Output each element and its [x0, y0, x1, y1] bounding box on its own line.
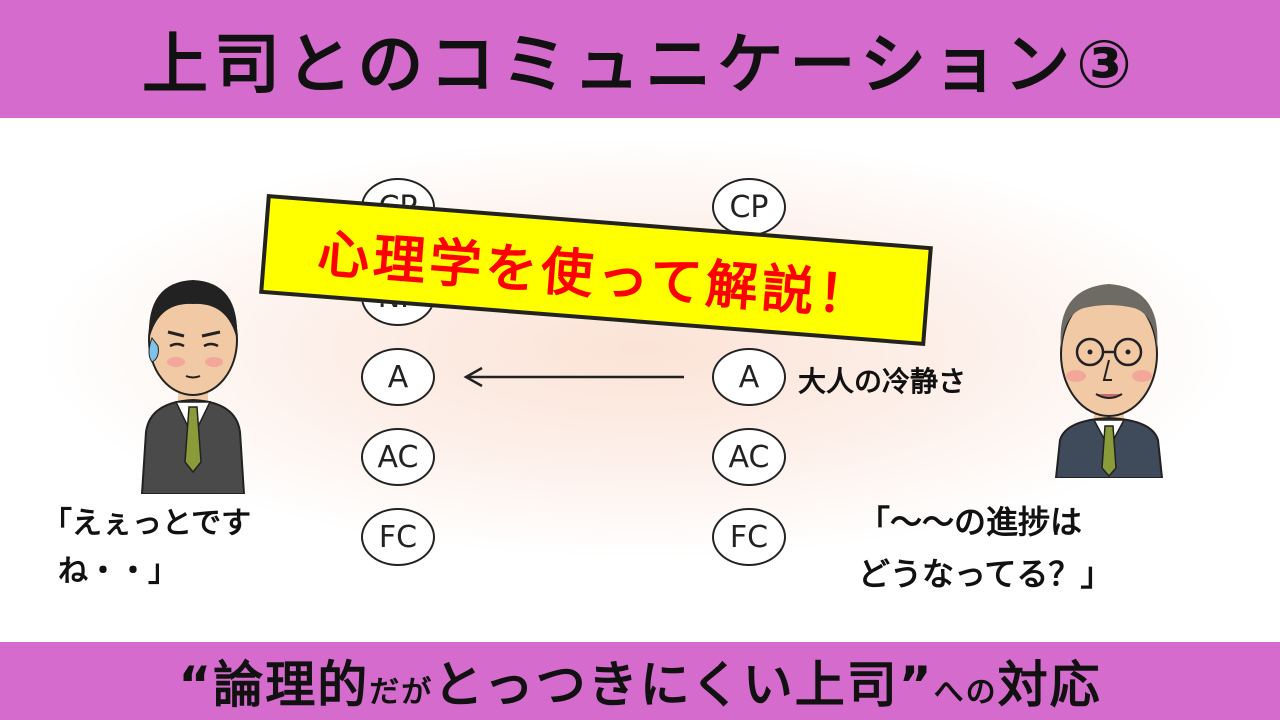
junior-quote: 「えぇっとです ね・・」 — [42, 500, 251, 596]
right-ego-ac: AC — [712, 428, 786, 486]
right-ego-a: A — [712, 348, 786, 406]
footer-part1: “論理的 — [178, 656, 370, 714]
footer-part4: への — [933, 675, 998, 710]
page-title: 上司とのコミュニケーション③ — [142, 26, 1138, 103]
left-ego-fc: FC — [361, 508, 435, 566]
footer-title: “論理的だがとっつきにくい上司”への対応 — [178, 645, 1101, 717]
footer-band: “論理的だがとっつきにくい上司”への対応 — [0, 642, 1280, 720]
left-ego-a: A — [361, 348, 435, 406]
junior-employee-illustration — [140, 280, 246, 494]
transaction-arrow — [463, 366, 684, 388]
boss-illustration — [1054, 284, 1164, 478]
footer-part5: 対応 — [997, 656, 1102, 714]
left-ego-ac: AC — [361, 428, 435, 486]
boss-quote-line1: 「～～の進捗は — [858, 503, 1083, 541]
junior-quote-line2: ね・・」 — [58, 554, 178, 589]
footer-part2: だが — [369, 675, 434, 710]
boss-quote: 「～～の進捗は どうなってる？」 — [858, 496, 1112, 600]
right-ego-cp: CP — [712, 178, 786, 236]
junior-quote-line1: 「えぇっとです — [42, 506, 252, 541]
footer-part3: とっつきにくい上司” — [433, 656, 934, 714]
boss-quote-line2: どうなってる？」 — [858, 555, 1113, 593]
adult-calm-label: 大人の冷静さ — [798, 365, 967, 398]
right-ego-fc: FC — [712, 508, 786, 566]
header-band: 上司とのコミュニケーション③ — [0, 0, 1280, 118]
